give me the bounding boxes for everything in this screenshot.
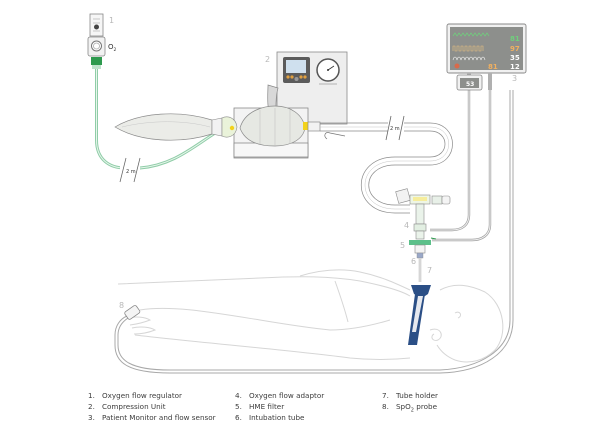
callout-1: 1 [109, 16, 114, 25]
legend-item: 5.HME filter [235, 402, 285, 411]
flow-sensor-value: 53 [466, 81, 474, 88]
callout-6: 6 [411, 257, 416, 266]
legend-item: 7.Tube holder [382, 391, 439, 400]
bag-holder [233, 105, 309, 159]
legend-column-1: 1.Oxygen flow regulator 2.Compression Un… [88, 390, 216, 423]
legend: 1.Oxygen flow regulator 2.Compression Un… [88, 390, 568, 430]
monitor-hr: 81 [510, 35, 520, 43]
legend-item: 2.Compression Unit [88, 402, 166, 411]
monitor-cable [114, 90, 514, 374]
spo2-probe [124, 305, 141, 320]
patient-outline [117, 269, 504, 363]
monitor-pr: 81 [488, 63, 498, 71]
callout-3: 3 [512, 74, 517, 83]
patient-monitor: 81 97 35 81 12 [446, 23, 527, 90]
callout-5: 5 [400, 241, 405, 250]
callout-7: 7 [427, 266, 432, 275]
oxygen-flow-regulator [87, 13, 106, 69]
flow-sensor-display: 53 [456, 74, 483, 91]
legend-item: 3.Patient Monitor and flow sensor [88, 413, 216, 422]
small-green-marker [430, 237, 437, 240]
breathing-tube [307, 121, 453, 214]
o2-label: O2 [108, 43, 117, 53]
tube-break-2: 2 m [385, 115, 405, 141]
legend-item: 1.Oxygen flow regulator [88, 391, 182, 400]
monitor-spo2: 97 [510, 45, 520, 53]
callout-8: 8 [119, 301, 124, 310]
callout-4: 4 [404, 221, 409, 230]
sensor-cables-highlight [430, 90, 491, 241]
legend-item: 8.SpO2 probe [382, 402, 438, 414]
distance-label-1: 2 m [126, 169, 136, 175]
legend-item: 6.Intubation tube [235, 413, 305, 422]
flow-adaptor-assembly [395, 188, 451, 282]
callout-2: 2 [265, 55, 270, 64]
sensor-cables [430, 90, 492, 242]
distance-label-2: 2 m [390, 126, 400, 132]
sensor-line [324, 132, 346, 140]
monitor-etco2: 12 [510, 63, 520, 71]
reservoir-bag [114, 113, 238, 141]
monitor-rr: 35 [510, 54, 520, 62]
legend-column-2: 4.Oxygen flow adaptor 5.HME filter 6.Int… [235, 390, 324, 423]
tube-break-1: 2 m [119, 157, 141, 183]
legend-column-3: 7.Tube holder 8.SpO2 probe [382, 390, 438, 416]
legend-item: 4.Oxygen flow adaptor [235, 391, 325, 400]
tube-holder [408, 285, 431, 345]
